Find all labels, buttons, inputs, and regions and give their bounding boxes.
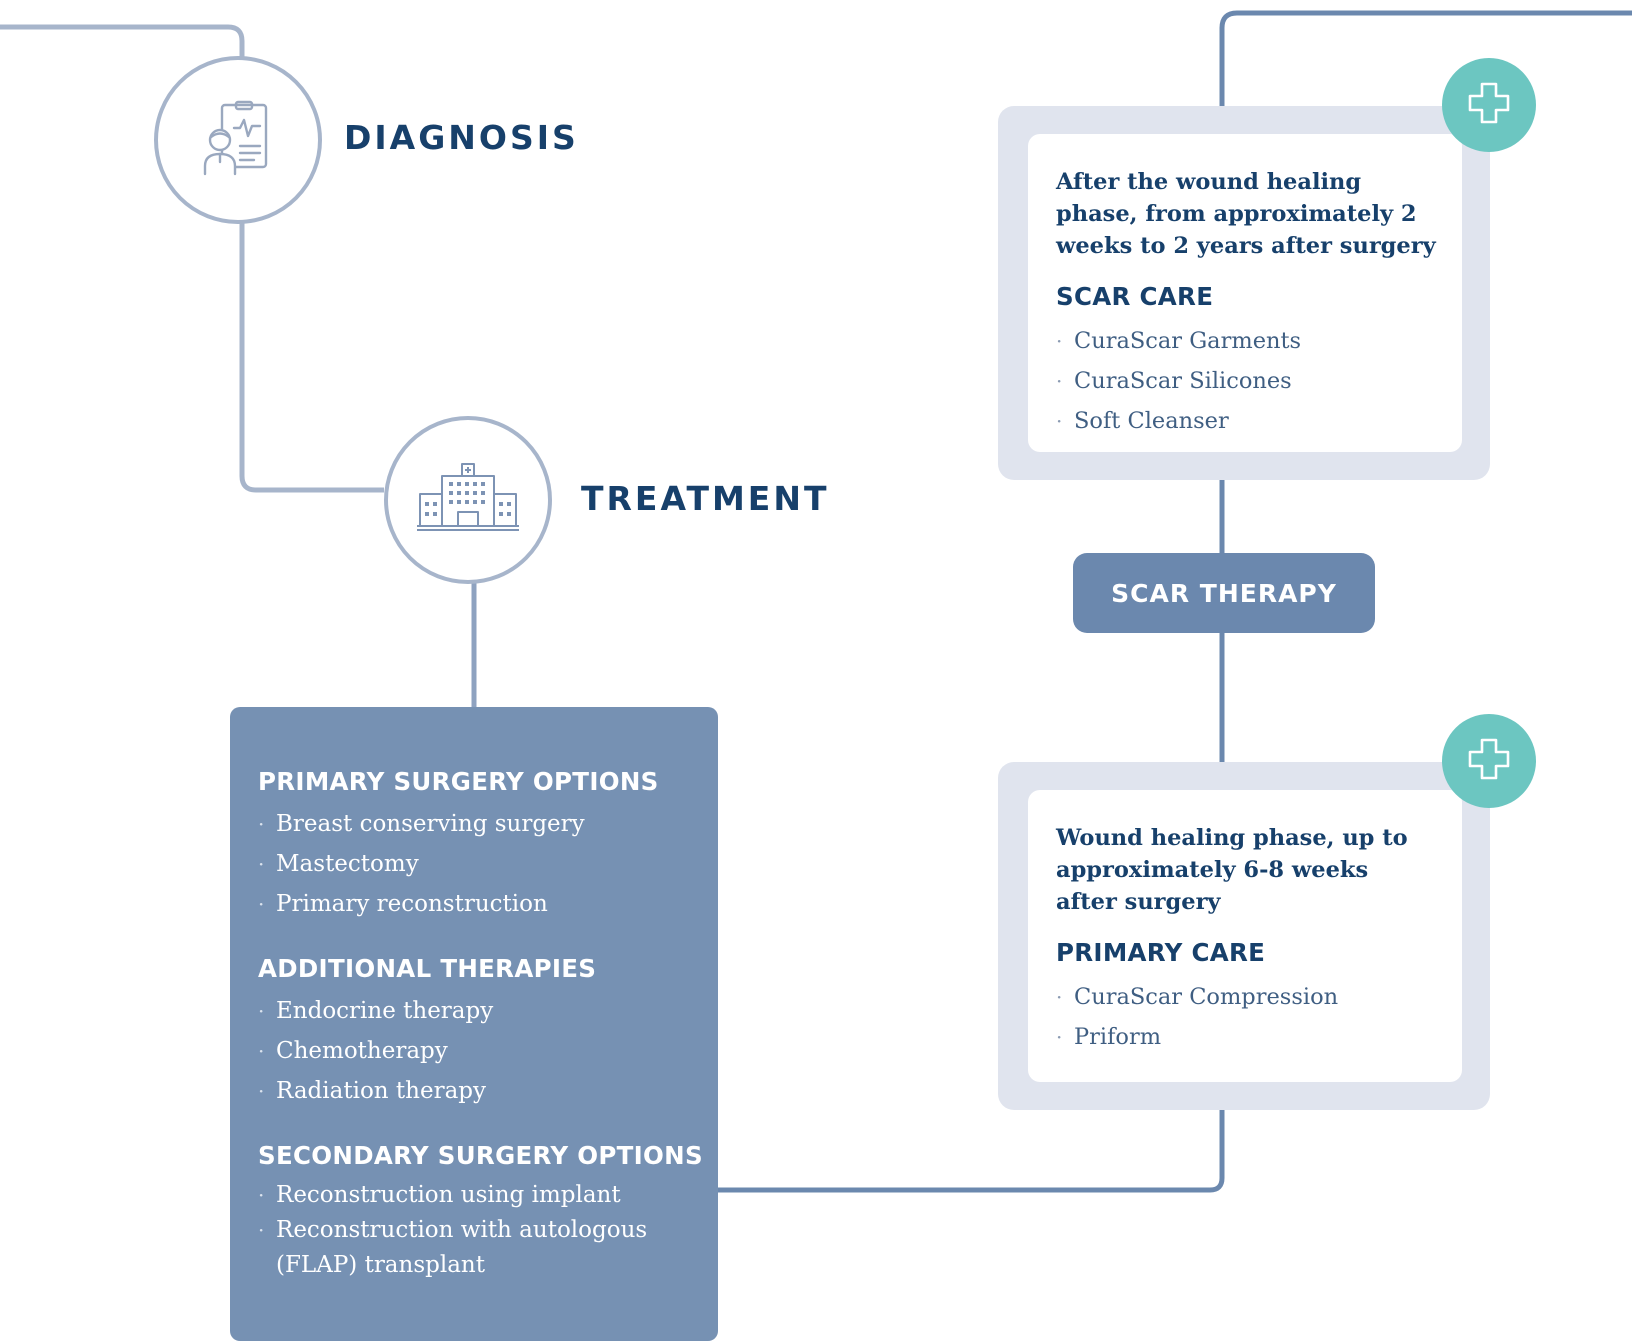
scar-care-heading: SCAR CARE xyxy=(1056,282,1214,311)
patient-chart-icon xyxy=(202,100,274,180)
scar-therapy-label: SCAR THERAPY xyxy=(1073,553,1375,633)
list-item: Reconstruction with autologous (FLAP) tr… xyxy=(258,1213,648,1283)
secondary-surgery-list: Reconstruction using implant Reconstruct… xyxy=(258,1178,648,1283)
connector-exit xyxy=(1219,10,1632,106)
diagnosis-title: DIAGNOSIS xyxy=(344,118,579,157)
scar-care-intro: After the wound healing phase, from appr… xyxy=(1056,169,1436,259)
list-item: Primary reconstruction xyxy=(258,884,698,924)
primary-care-list: CuraScar Compression Priform xyxy=(1056,977,1442,1057)
scar-care-list: CuraScar Garments CuraScar Silicones Sof… xyxy=(1056,321,1442,441)
additional-therapies-list: Endocrine therapy Chemotherapy Radiation… xyxy=(258,991,698,1111)
treatment-node xyxy=(384,416,552,584)
scar-care-card: After the wound healing phase, from appr… xyxy=(998,106,1490,480)
medical-cross-icon xyxy=(1467,81,1511,129)
primary-care-card-content: Wound healing phase, up to approximately… xyxy=(1028,790,1462,1082)
primary-care-card: Wound healing phase, up to approximately… xyxy=(998,762,1490,1110)
connector-panel-right xyxy=(718,1110,1225,1193)
primary-surgery-list: Breast conserving surgery Mastectomy Pri… xyxy=(258,804,698,924)
primary-care-intro: Wound healing phase, up to approximately… xyxy=(1056,825,1408,915)
list-item: Breast conserving surgery xyxy=(258,804,698,844)
list-item: CuraScar Compression xyxy=(1056,977,1442,1017)
list-item: Mastectomy xyxy=(258,844,698,884)
list-item: Reconstruction using implant xyxy=(258,1178,648,1213)
hospital-icon xyxy=(416,462,520,538)
connector-entry xyxy=(0,24,245,58)
medical-cross-icon xyxy=(1467,737,1511,785)
list-item: Chemotherapy xyxy=(258,1031,698,1071)
additional-therapies-heading: ADDITIONAL THERAPIES xyxy=(258,954,597,983)
primary-surgery-heading: PRIMARY SURGERY OPTIONS xyxy=(258,767,659,796)
list-item: Priform xyxy=(1056,1017,1442,1057)
connector-diagnosis-treatment xyxy=(239,220,384,493)
primary-care-heading: PRIMARY CARE xyxy=(1056,938,1266,967)
secondary-surgery-heading: SECONDARY SURGERY OPTIONS xyxy=(258,1141,703,1170)
list-item: Soft Cleanser xyxy=(1056,401,1442,441)
diagnosis-node xyxy=(154,56,322,224)
treatment-title: TREATMENT xyxy=(581,479,830,518)
primary-care-badge xyxy=(1442,714,1536,808)
list-item: Radiation therapy xyxy=(258,1071,698,1111)
list-item: Endocrine therapy xyxy=(258,991,698,1031)
list-item: CuraScar Garments xyxy=(1056,321,1442,361)
scar-care-badge xyxy=(1442,58,1536,152)
list-item: CuraScar Silicones xyxy=(1056,361,1442,401)
scar-care-card-content: After the wound healing phase, from appr… xyxy=(1028,134,1462,452)
treatment-options-panel: PRIMARY SURGERY OPTIONS Breast conservin… xyxy=(230,707,718,1341)
